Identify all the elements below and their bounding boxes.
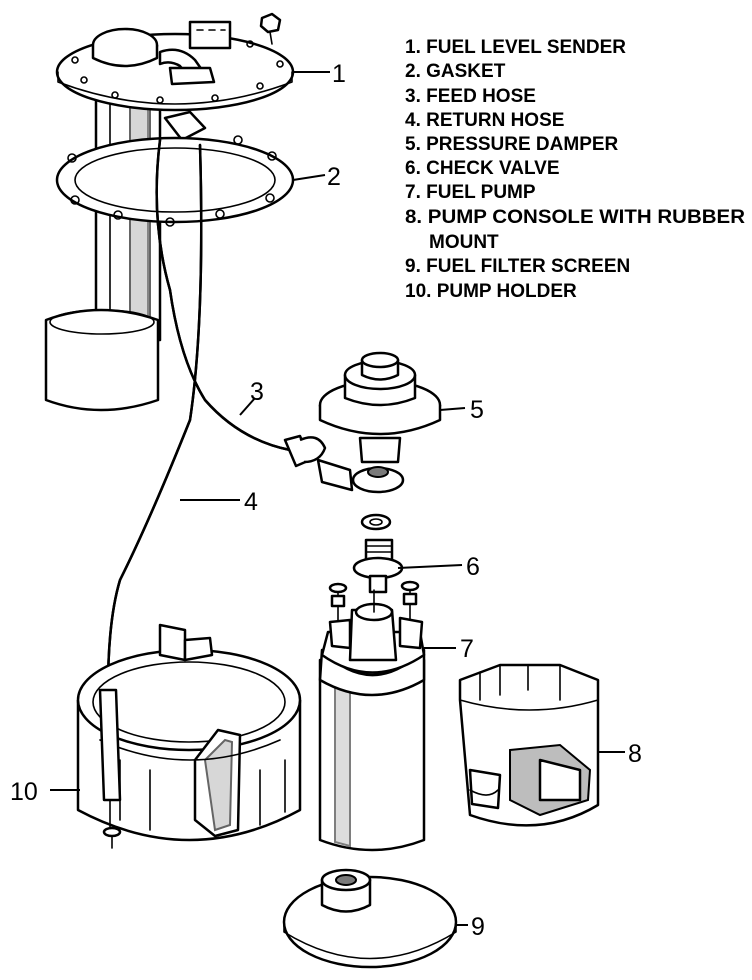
legend-item-8: 8. PUMP CONSOLE WITH RUBBER [405,207,745,228]
fuel-pump [318,580,426,852]
callout-4: 4 [244,488,258,516]
callout-8: 8 [628,740,642,768]
callout-9: 9 [471,913,485,941]
pump-holder [76,623,302,849]
legend-item-7: 7. FUEL PUMP [405,182,536,203]
callout-7: 7 [460,635,474,663]
callout-labels: 1 2 3 4 5 6 7 8 9 10 [10,60,642,941]
callout-2: 2 [327,163,341,191]
check-valve [352,538,404,594]
legend-item-1: 1. FUEL LEVEL SENDER [405,37,626,58]
legend-item-9: 9. FUEL FILTER SCREEN [405,256,630,277]
legend-item-2: 2. GASKET [405,61,506,82]
gasket [55,135,295,227]
legend-item-10: 10. PUMP HOLDER [405,281,577,302]
legend-item-6: 6. CHECK VALVE [405,158,560,179]
callout-6: 6 [466,553,480,581]
pump-console [458,663,600,827]
pressure-damper [318,351,442,494]
callout-3: 3 [250,378,264,406]
feed-hose [155,138,354,492]
return-hose [106,143,203,692]
legend-item-8-cont: MOUNT [429,232,499,253]
legend-item-5: 5. PRESSURE DAMPER [405,134,619,155]
sealing-washer [360,513,392,531]
callout-10: 10 [10,778,38,806]
fuel-filter-screen [282,868,458,969]
legend-item-4: 4. RETURN HOSE [405,110,564,131]
parts-legend: 1. FUEL LEVEL SENDER 2. GASKET 3. FEED H… [405,37,745,302]
callout-5: 5 [470,396,484,424]
callout-1: 1 [332,60,346,88]
legend-item-3: 3. FEED HOSE [405,86,536,107]
leader-lines [50,71,625,926]
